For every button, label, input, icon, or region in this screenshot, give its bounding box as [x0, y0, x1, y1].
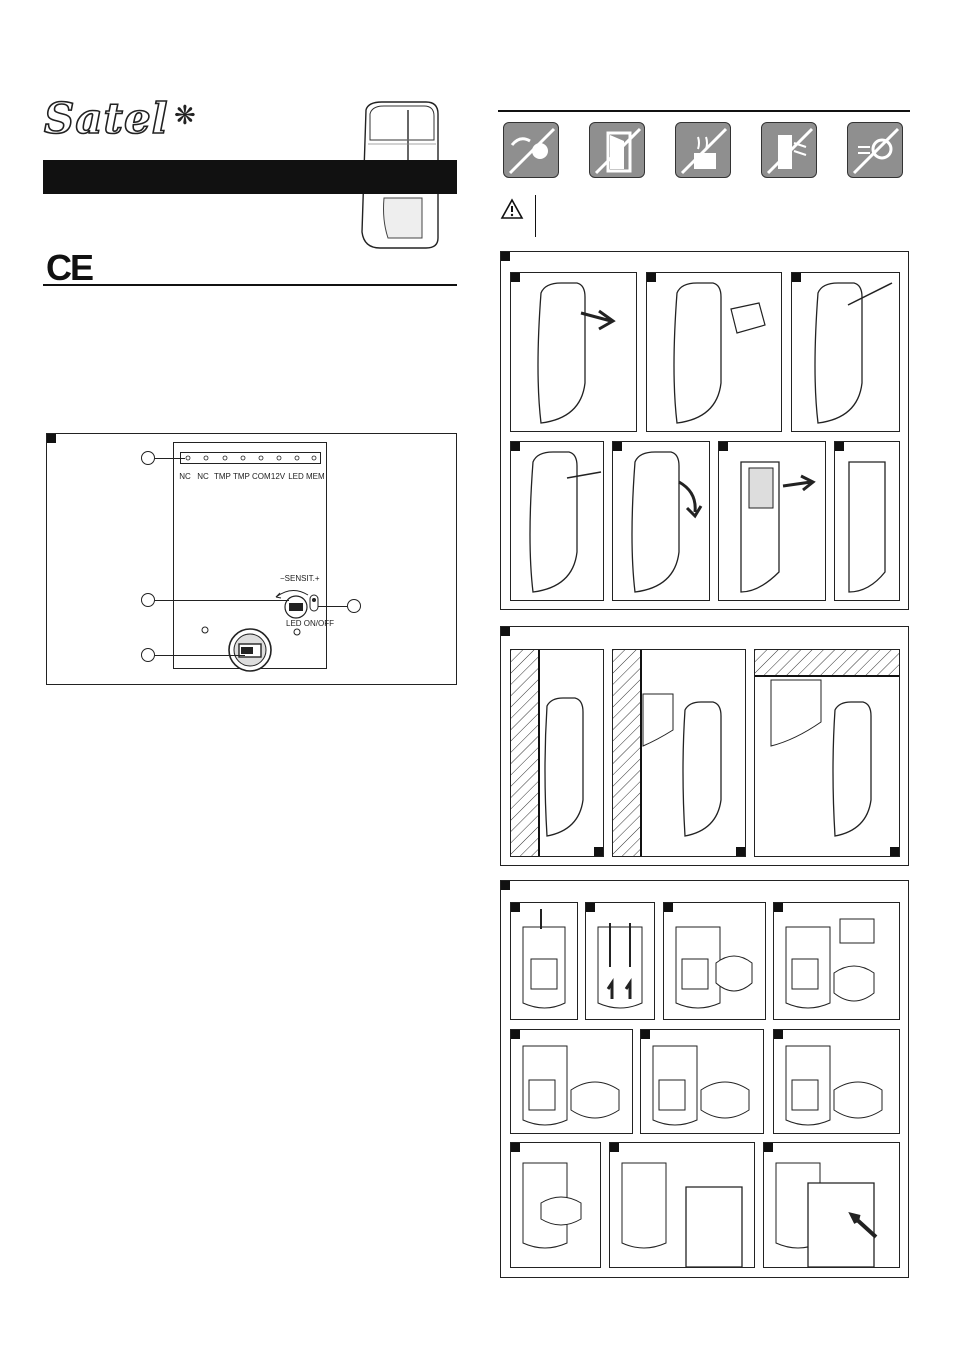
leader-line — [318, 606, 347, 607]
bracket-sketch — [522, 1162, 582, 1249]
ceiling-mount-sketch — [755, 650, 899, 837]
terminal-screws — [185, 455, 317, 461]
step-box — [791, 272, 900, 432]
divider-line — [43, 284, 457, 286]
step-box — [773, 902, 900, 1020]
bracket-sketch — [675, 926, 753, 1009]
step-box — [640, 1029, 764, 1134]
terminal-label: TMP — [233, 472, 250, 481]
bracket-sketch — [522, 909, 566, 1009]
ce-mark: CE — [46, 247, 94, 288]
no-open-door-icon — [589, 122, 645, 178]
step-box — [510, 1142, 601, 1268]
terminal-label: NC — [179, 472, 191, 481]
mount-wall-box — [510, 649, 604, 857]
bracket-sketch — [597, 923, 643, 1009]
step-box — [763, 1142, 900, 1268]
leader-line — [155, 600, 289, 601]
terminal-label: LED — [288, 472, 304, 481]
leader-line — [155, 458, 185, 459]
bracket-sketch — [785, 918, 875, 1009]
figure-marker — [501, 252, 510, 261]
sensitivity-label: −SENSIT.+ — [280, 574, 320, 583]
step-box — [663, 902, 766, 1020]
bracket-sketch — [785, 1045, 883, 1126]
callout-sensor — [141, 648, 155, 662]
sensitivity-potentiometer — [275, 590, 319, 619]
mount-bracket-box — [612, 649, 746, 857]
terminal-label: 12V — [270, 472, 286, 481]
title-bar-right — [360, 160, 457, 194]
asterisk-flower-icon: ❋ — [174, 100, 196, 130]
step-box — [510, 1029, 633, 1134]
detector-sketch — [814, 282, 893, 424]
bracket-sketch — [621, 1162, 743, 1267]
no-sun-weather-icon — [503, 122, 559, 178]
detector-sketch — [631, 451, 703, 593]
callout-potentiometer — [141, 593, 155, 607]
bracket-sketch — [522, 1045, 620, 1126]
pyroelectric-sensor — [228, 628, 272, 672]
figure-marker — [501, 627, 510, 636]
terminal-label: TMP — [214, 472, 231, 481]
step-box — [510, 272, 637, 432]
figure-marker — [501, 881, 510, 890]
step-box — [510, 441, 604, 601]
terminal-label: COM — [252, 472, 271, 481]
warning-triangle-icon — [500, 198, 524, 219]
step-box — [773, 1029, 900, 1134]
detector-sketch — [537, 282, 616, 424]
step-box — [609, 1142, 755, 1268]
step-box — [718, 441, 826, 601]
leader-line — [155, 655, 245, 656]
step-box — [585, 902, 655, 1020]
detector-sketch — [529, 451, 602, 593]
detector-sketch — [740, 461, 816, 593]
led-switch-label: LED ON/OFF — [286, 619, 335, 628]
warning-divider — [535, 195, 536, 237]
callout-terminals — [141, 451, 155, 465]
bracket-mount-sketch — [613, 650, 722, 856]
bracket-sketch — [775, 1162, 878, 1267]
detector-sketch — [673, 282, 766, 424]
led-hole — [293, 628, 301, 636]
mount-ceiling-box — [754, 649, 900, 857]
figure-marker — [47, 434, 56, 443]
callout-led-switch — [347, 599, 361, 613]
step-box — [834, 441, 900, 601]
led-hole — [201, 626, 209, 634]
brand-logo: Satel — [43, 94, 169, 143]
detector-sketch — [848, 461, 886, 593]
terminal-label: NC — [197, 472, 209, 481]
no-fan-airflow-icon — [847, 122, 903, 178]
step-box — [612, 441, 710, 601]
step-box — [510, 902, 578, 1020]
no-heater-icon — [675, 122, 731, 178]
step-box — [646, 272, 782, 432]
no-window-draft-icon — [761, 122, 817, 178]
divider-line — [498, 110, 910, 112]
wall-mount-sketch — [511, 650, 584, 856]
terminal-label: MEM — [306, 472, 325, 481]
bracket-sketch — [652, 1045, 750, 1126]
